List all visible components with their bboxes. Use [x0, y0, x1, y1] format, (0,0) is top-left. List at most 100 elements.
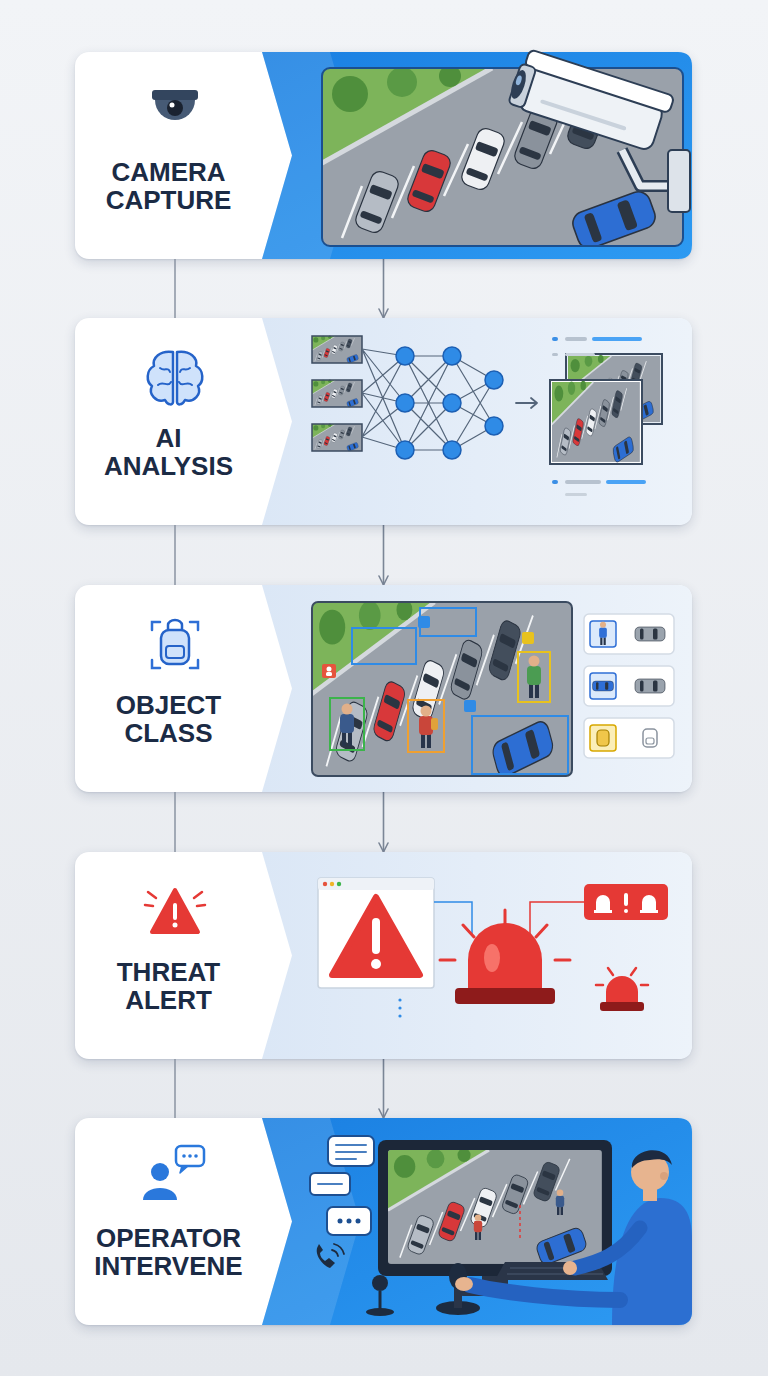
- side-rail-lines: [175, 259, 176, 1118]
- detection-scene: [527, 656, 541, 699]
- bounding-boxes: [322, 664, 336, 678]
- class-icon-list: [635, 627, 665, 641]
- warning-icon: [145, 890, 205, 932]
- input-thumbnails: [312, 336, 362, 364]
- input-thumbnails: [312, 336, 362, 363]
- output-frames: [568, 355, 660, 423]
- side-rail-lines: [174, 259, 176, 1118]
- class-icon-list: [646, 738, 654, 744]
- label-area: THREAT ALERT: [75, 958, 262, 1014]
- operator-person: [563, 1261, 577, 1275]
- cctv-camera: [506, 47, 675, 153]
- step-label: OPERATOR INTERVENE: [94, 1224, 242, 1280]
- siren-light: [484, 944, 500, 972]
- alert-wires: [434, 902, 472, 935]
- input-thumbnails: [312, 424, 362, 452]
- siren-light-small: [606, 976, 638, 1004]
- class-icon-list: [643, 729, 657, 747]
- detection-scene: [431, 718, 438, 730]
- input-thumbnails: [312, 336, 362, 452]
- phone-icon: [317, 1244, 344, 1268]
- chat-bubbles: [347, 1219, 352, 1224]
- bounding-boxes: [408, 700, 444, 752]
- monitor: [482, 1276, 508, 1292]
- step-card: CAMERA CAPTURE: [75, 52, 692, 259]
- brain-icon: [158, 368, 192, 385]
- chat-bubbles: [310, 1173, 350, 1195]
- chat-bubbles: [318, 1183, 342, 1185]
- operator-person: [632, 1150, 672, 1168]
- operator-icon: [143, 1146, 204, 1200]
- image-frame: [312, 602, 572, 776]
- bounding-boxes: [420, 608, 476, 636]
- alert-wires: [398, 998, 401, 1001]
- camera-icon: [152, 90, 198, 100]
- alert-window: [318, 878, 434, 988]
- text-placeholder-bars: [552, 337, 646, 496]
- input-thumbnails: [312, 380, 362, 408]
- operator-icon: [143, 1188, 177, 1200]
- alert-wires: [398, 902, 584, 1018]
- parking-lot-illustration: [322, 68, 682, 246]
- bounding-boxes: [522, 632, 534, 644]
- camera-icon: [167, 100, 183, 116]
- bounding-boxes: [464, 700, 476, 712]
- alert-window: [337, 882, 341, 886]
- monitor: [378, 1140, 612, 1276]
- classification-panel: [262, 585, 692, 792]
- detection-scene: [419, 706, 433, 749]
- label-area: OBJECT CLASS: [75, 691, 262, 747]
- operator-panel: [262, 1118, 692, 1325]
- alert-window: [372, 918, 380, 954]
- phone-icon: [332, 1244, 344, 1256]
- analysis-panel: [262, 318, 692, 525]
- operator-person: [660, 1172, 668, 1180]
- alert-window: [332, 897, 420, 975]
- warning-icon: [173, 903, 177, 920]
- monitor-screen: [519, 1205, 521, 1240]
- text-placeholder-bars: [552, 480, 558, 484]
- bounding-boxes: [330, 698, 364, 750]
- chat-bubbles: [327, 1207, 371, 1235]
- chat-bubbles: [338, 1219, 343, 1224]
- joystick: [449, 1263, 467, 1289]
- step-label: OBJECT CLASS: [116, 691, 221, 747]
- monitor-screen: [388, 1150, 602, 1264]
- warning-icon: [173, 923, 178, 928]
- monitor: [378, 1140, 612, 1296]
- alert-window: [330, 882, 334, 886]
- class-icon-list: [584, 614, 674, 758]
- cctv-camera: [506, 47, 690, 212]
- cctv-camera: [517, 64, 664, 151]
- flow-arrow: [383, 1059, 385, 1118]
- text-placeholder-bars: [565, 493, 587, 496]
- keyboard: [495, 1262, 608, 1280]
- image-frame: [322, 68, 683, 246]
- class-icon-list: [593, 681, 614, 691]
- alert-panel: [262, 852, 692, 1059]
- neural-network: [485, 371, 503, 389]
- output-frames: [566, 354, 662, 424]
- operator-icon: [188, 1154, 192, 1158]
- operator-icon: [180, 1166, 188, 1173]
- input-thumbnails: [312, 380, 362, 407]
- label-area: OPERATOR INTERVENE: [75, 1224, 262, 1280]
- alert-popup: [624, 893, 628, 906]
- backpack-icon: [152, 620, 198, 668]
- alert-window: [318, 878, 434, 890]
- operator-icon: [194, 1154, 198, 1158]
- operator-person: [470, 1285, 620, 1300]
- backpack-icon: [166, 646, 184, 658]
- microphone: [366, 1275, 394, 1316]
- step-label: AI ANALYSIS: [104, 424, 233, 480]
- output-frames: [550, 380, 642, 464]
- chat-bubbles: [328, 1136, 374, 1166]
- operator-person: [575, 1228, 640, 1268]
- input-thumbnails: [312, 424, 362, 451]
- parking-lot-illustration: [322, 68, 682, 246]
- operator-icon: [151, 1163, 169, 1181]
- cctv-camera: [622, 150, 672, 186]
- siren-light: [440, 910, 570, 960]
- operator-panel: [262, 1118, 692, 1325]
